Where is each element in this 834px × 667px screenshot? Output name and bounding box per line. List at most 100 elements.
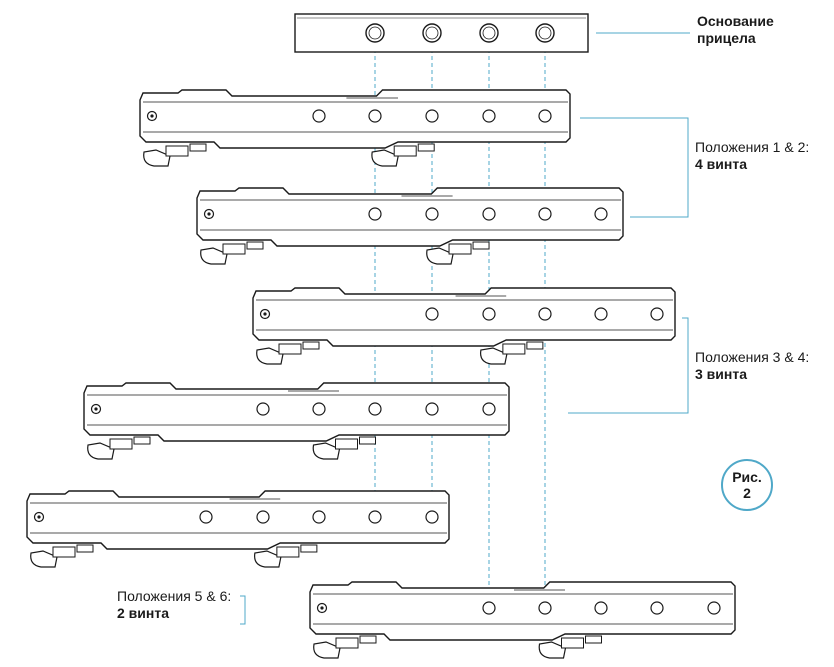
clamp-nut-2 (335, 438, 358, 450)
rail-position-5 (26, 490, 450, 568)
rail-body (26, 490, 450, 550)
positions-1-2-label: Положения 1 & 2: 4 винта (695, 139, 809, 173)
figure-badge-number: 2 (743, 485, 751, 501)
clamp-nut-2 (393, 145, 417, 157)
rail-hole-1 (312, 109, 326, 123)
rail-hole-2 (368, 109, 382, 123)
clamp-lever-2 (312, 442, 341, 460)
rail-hole-1 (368, 207, 382, 221)
clamp-lever-1 (200, 247, 228, 265)
rail-hole-5 (538, 109, 552, 123)
clamp-block-1 (133, 436, 151, 445)
clamp-nut-1 (165, 145, 189, 157)
clamp-block-1 (189, 143, 207, 152)
clamp-block-1 (359, 635, 377, 644)
clamp-lever-2 (479, 347, 508, 365)
base-hole-inner-1 (368, 26, 382, 40)
clamp-block-2 (585, 635, 602, 644)
rail-hole-2 (256, 510, 270, 524)
clamp-lever-2 (538, 641, 567, 659)
clamp-lever-1 (87, 442, 115, 460)
rail-position-2 (196, 187, 624, 265)
base-label-line1: Основание (697, 13, 774, 29)
clamp-nut-2 (502, 343, 526, 355)
rail-position-1 (139, 89, 571, 167)
rail-body (139, 89, 571, 149)
rail-hole-5 (482, 402, 496, 416)
clamp-nut-1 (109, 438, 133, 450)
rail-hole-4 (594, 307, 608, 321)
rail-hole-1 (482, 601, 496, 615)
positions-1-2-connector (580, 117, 689, 218)
figure-badge-label: Рис. (732, 469, 762, 485)
rail-hole-4 (368, 510, 382, 524)
rail-end-screw-center (94, 407, 98, 411)
rail-hole-3 (594, 601, 608, 615)
rail-body (83, 382, 510, 442)
clamp-nut-2 (561, 637, 584, 649)
positions-1-2-screws: 4 винта (695, 156, 747, 172)
positions-5-6-screws: 2 винта (117, 605, 169, 621)
rail-hole-3 (538, 307, 552, 321)
clamp-block-1 (302, 341, 320, 350)
rail-position-6 (309, 581, 736, 659)
clamp-nut-2 (276, 546, 300, 558)
base-hole-inner-3 (482, 26, 496, 40)
rail-body (309, 581, 736, 641)
clamp-nut-1 (52, 546, 76, 558)
positions-5-6-connector (240, 595, 246, 625)
clamp-block-2 (359, 436, 376, 445)
rail-hole-5 (594, 207, 608, 221)
rail-body (252, 287, 676, 347)
positions-1-2-title: Положения 1 & 2: (695, 139, 810, 155)
rail-hole-4 (538, 207, 552, 221)
rail-end-screw-center (207, 212, 211, 216)
clamp-nut-2 (448, 243, 472, 255)
clamp-block-1 (246, 241, 264, 250)
base-hole-inner-4 (538, 26, 552, 40)
clamp-lever-1 (30, 550, 58, 568)
rail-hole-4 (482, 109, 496, 123)
rail-hole-3 (482, 207, 496, 221)
clamp-lever-1 (313, 641, 341, 659)
rail-end-screw-center (320, 606, 324, 610)
clamp-lever-2 (426, 247, 454, 265)
clamp-lever-1 (256, 347, 284, 365)
label-connectors (240, 32, 690, 625)
rail-hole-3 (425, 109, 439, 123)
clamp-block-2 (417, 143, 435, 152)
rail-hole-5 (425, 510, 439, 524)
rail-hole-3 (368, 402, 382, 416)
positions-5-6-label: Положения 5 & 6: 2 винта (117, 588, 231, 622)
positions-3-4-title: Положения 3 & 4: (695, 349, 810, 365)
rail-hole-2 (482, 307, 496, 321)
rail-end-screw-center (263, 312, 267, 316)
positions-3-4-label: Положения 3 & 4: 3 винта (695, 349, 809, 383)
rail-position-3 (252, 287, 676, 365)
rail-hole-2 (538, 601, 552, 615)
positions-3-4-screws: 3 винта (695, 366, 747, 382)
clamp-nut-1 (222, 243, 246, 255)
clamp-block-2 (526, 341, 544, 350)
rails-group (26, 89, 736, 659)
rail-hole-2 (312, 402, 326, 416)
rail-end-screw-center (37, 515, 41, 519)
clamp-lever-2 (253, 550, 282, 568)
rail-body (196, 187, 624, 247)
clamp-nut-1 (278, 343, 302, 355)
rail-hole-1 (256, 402, 270, 416)
clamp-block-2 (300, 544, 318, 553)
rail-end-screw-center (150, 114, 154, 118)
rail-hole-3 (312, 510, 326, 524)
rail-position-4 (83, 382, 510, 460)
base-label: Основание прицела (697, 13, 774, 47)
scope-base (294, 13, 589, 53)
rail-hole-1 (425, 307, 439, 321)
rail-hole-4 (425, 402, 439, 416)
figure-badge: Рис. 2 (721, 459, 773, 511)
clamp-nut-1 (335, 637, 359, 649)
rail-hole-4 (650, 601, 664, 615)
positions-5-6-title: Положения 5 & 6: (117, 588, 232, 604)
rail-hole-5 (707, 601, 721, 615)
